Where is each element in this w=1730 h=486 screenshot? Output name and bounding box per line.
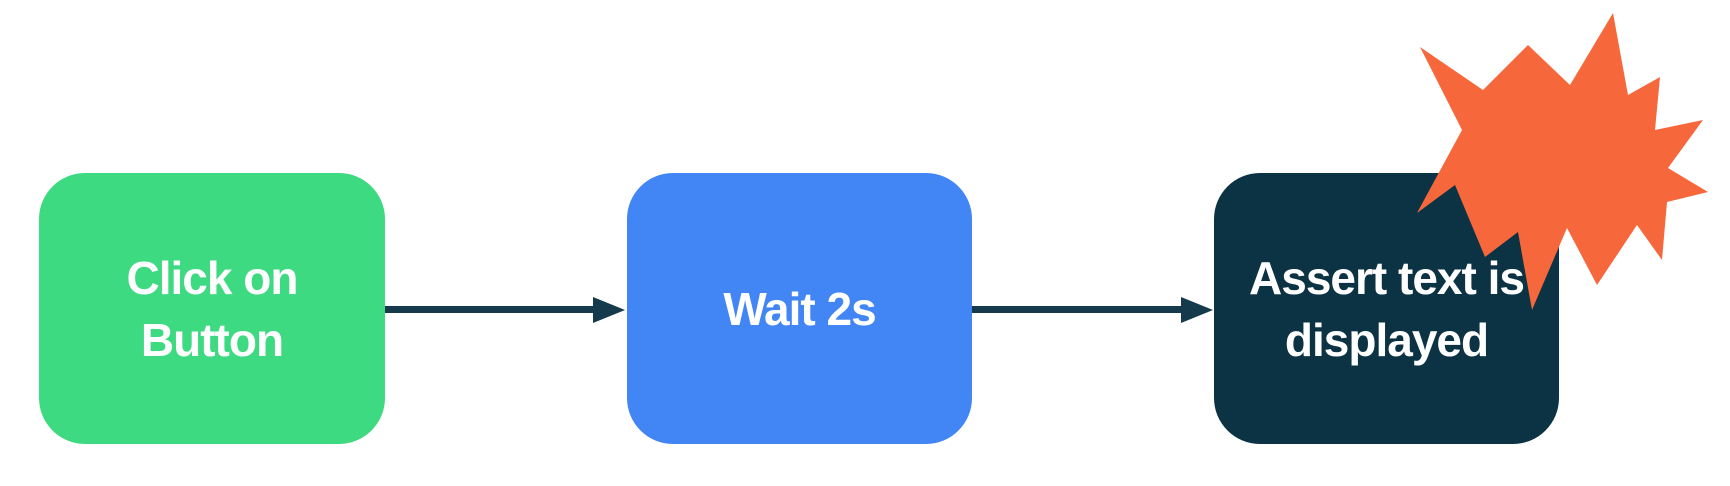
flow-node-wait-2s: Wait 2s	[627, 173, 972, 444]
arrow-line	[385, 306, 593, 313]
flow-node-label: Wait 2s	[723, 282, 876, 335]
explosion-burst-icon	[1417, 13, 1708, 310]
connector-arrow-1	[385, 296, 625, 323]
arrow-head-icon	[1181, 296, 1213, 323]
arrow-line	[972, 306, 1181, 313]
flow-node-label: Assert text is displayed	[1249, 251, 1525, 366]
arrow-head-icon	[593, 296, 625, 323]
flow-node-click-on-button: Click on Button	[39, 173, 385, 444]
explosion-burst-shape	[1417, 13, 1708, 310]
flow-node-label: Click on Button	[126, 251, 299, 366]
connector-arrow-2	[972, 296, 1213, 323]
